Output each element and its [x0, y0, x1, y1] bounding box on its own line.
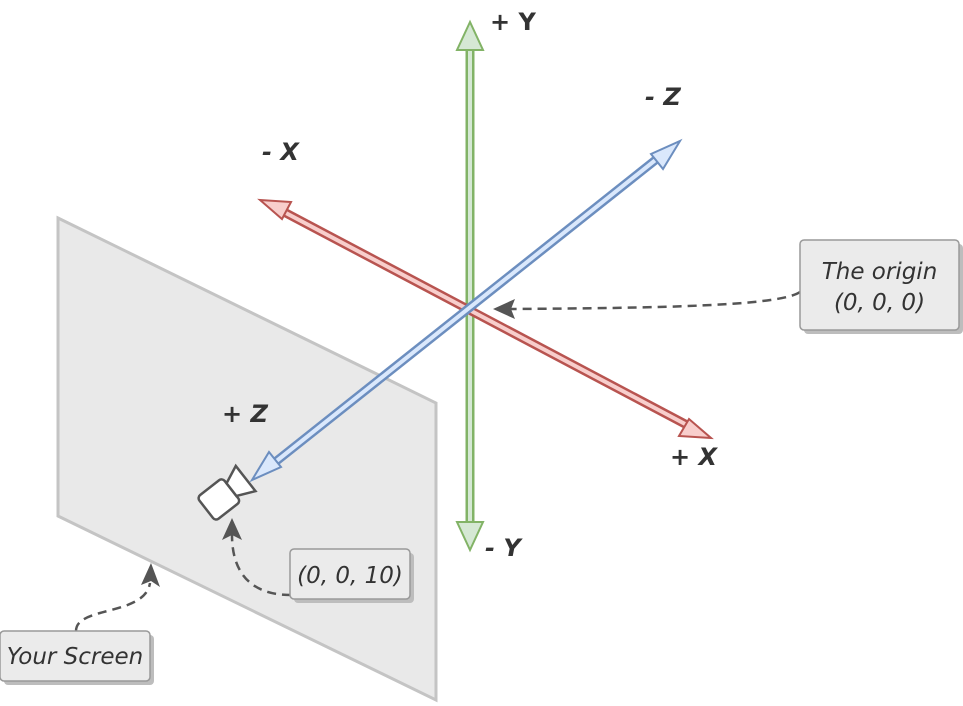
camera-position-callout-text: (0, 0, 10) — [297, 563, 403, 589]
screen-plane — [56, 215, 438, 703]
x-axis-arrow-pos — [677, 417, 714, 440]
x-axis-arrow-neg — [257, 198, 293, 221]
screen-callout-text: Your Screen — [7, 644, 144, 670]
x-neg-label: - X — [262, 138, 300, 166]
z-axis — [249, 138, 683, 483]
screen-pointer-arrow — [74, 563, 160, 632]
camera-icon — [197, 463, 258, 521]
y-neg-label: - Y — [485, 534, 523, 562]
origin-pointer-arrow — [493, 290, 801, 319]
origin-callout-line2: (0, 0, 0) — [834, 290, 925, 316]
y-axis — [455, 19, 485, 553]
z-axis-arrow-pos — [249, 450, 283, 483]
x-pos-label: + X — [670, 443, 718, 471]
y-pos-label: + Y — [490, 8, 536, 36]
screen-callout: Your Screen — [0, 630, 154, 685]
z-neg-label: - Z — [645, 83, 681, 111]
z-axis-arrow-neg — [649, 138, 683, 171]
camera-position-callout: (0, 0, 10) — [289, 548, 414, 603]
camera-pointer-arrow — [222, 518, 292, 597]
x-axis — [257, 198, 714, 440]
origin-callout: The origin (0, 0, 0) — [799, 239, 963, 334]
y-axis-arrow-top — [455, 19, 485, 51]
y-axis-arrow-bottom — [455, 521, 485, 553]
origin-callout-line1: The origin — [822, 259, 938, 285]
z-pos-label: + Z — [222, 400, 268, 428]
